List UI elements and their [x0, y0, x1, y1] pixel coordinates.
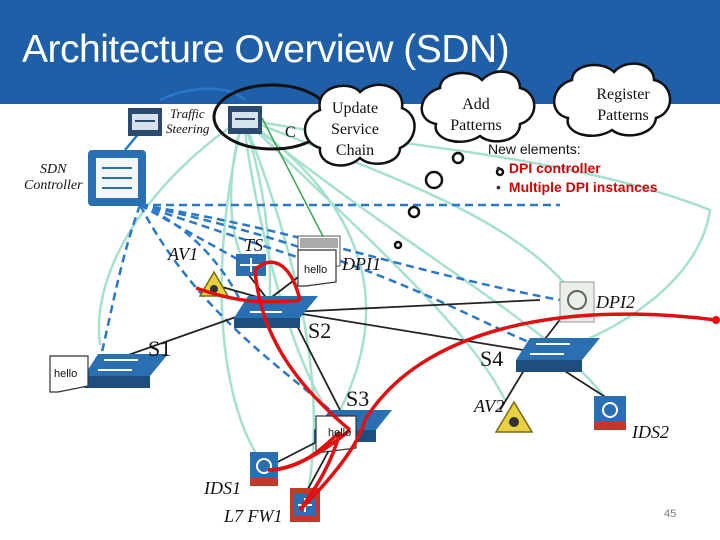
- label-s4: S4: [480, 346, 504, 371]
- new-elements-note: New elements: •DPI controller •Multiple …: [488, 140, 658, 197]
- register-cloud-shape: [552, 62, 672, 138]
- note-item-text: DPI controller: [508, 160, 601, 176]
- add-cloud-shape: [420, 70, 536, 144]
- steering-switch-icon: [228, 106, 262, 134]
- label-av2: AV2: [474, 396, 505, 416]
- label-ids2: IDS2: [632, 422, 669, 442]
- register-cloud-line: Register: [596, 86, 650, 103]
- physical-links: [99, 261, 611, 501]
- label-ts: TS: [244, 235, 264, 255]
- note-item: •DPI controller: [496, 160, 601, 176]
- label-dpi2: DPI2: [596, 292, 635, 312]
- register-cloud-line: Patterns: [597, 107, 649, 124]
- label-controller: Controller: [24, 178, 83, 193]
- slide-title: Architecture Overview (SDN): [22, 28, 510, 71]
- label-ids1: IDS1: [204, 478, 241, 498]
- packet-label: hello: [328, 427, 352, 439]
- note-item-text: Multiple DPI instances: [508, 179, 658, 195]
- note-item: •Multiple DPI instances: [496, 179, 658, 195]
- update-cloud: Update Service Chain: [318, 98, 392, 161]
- s4-switch-icon: [516, 338, 600, 372]
- flow-exit-marker: [712, 316, 720, 324]
- update-cloud-line: Service: [331, 121, 379, 138]
- label-sdn: SDN: [40, 162, 67, 177]
- thought-bubbles: [393, 151, 505, 250]
- register-cloud: Register Patterns: [580, 84, 666, 126]
- traffic-flow: [195, 260, 717, 512]
- add-cloud-line: Patterns: [450, 117, 502, 134]
- add-cloud: Add Patterns: [436, 94, 516, 136]
- label-dpi1: DPI1: [342, 254, 381, 274]
- label-s3: S3: [346, 386, 370, 411]
- label-s2: S2: [308, 318, 332, 343]
- label-l7fw1: L7 FW1: [224, 506, 283, 526]
- update-cloud-shape: [303, 83, 416, 167]
- add-cloud-line: Add: [462, 96, 490, 113]
- traffic-steering-icon: [128, 108, 162, 136]
- arc-link: [159, 87, 246, 102]
- label-traffic: Traffic: [170, 106, 205, 121]
- chain-link: [261, 117, 331, 251]
- packet-label: hello: [54, 368, 78, 380]
- s1-switch-icon: [84, 354, 168, 388]
- label-co-fragment: C: [285, 124, 296, 141]
- update-cloud-line: Chain: [335, 142, 375, 159]
- packet-label: hello: [304, 264, 328, 276]
- title-bar: Architecture Overview (SDN): [0, 0, 720, 104]
- label-steering: Steering: [166, 121, 210, 136]
- label-av1: AV1: [168, 244, 199, 264]
- note-heading: New elements:: [488, 141, 581, 157]
- ids2-device-icon: [594, 396, 626, 430]
- update-cloud-line: Update: [331, 100, 379, 117]
- sdn-controller-icon: [88, 150, 146, 206]
- page-number: 45: [664, 508, 677, 520]
- label-s1: S1: [148, 336, 172, 361]
- av2-hazard-icon: [494, 400, 534, 433]
